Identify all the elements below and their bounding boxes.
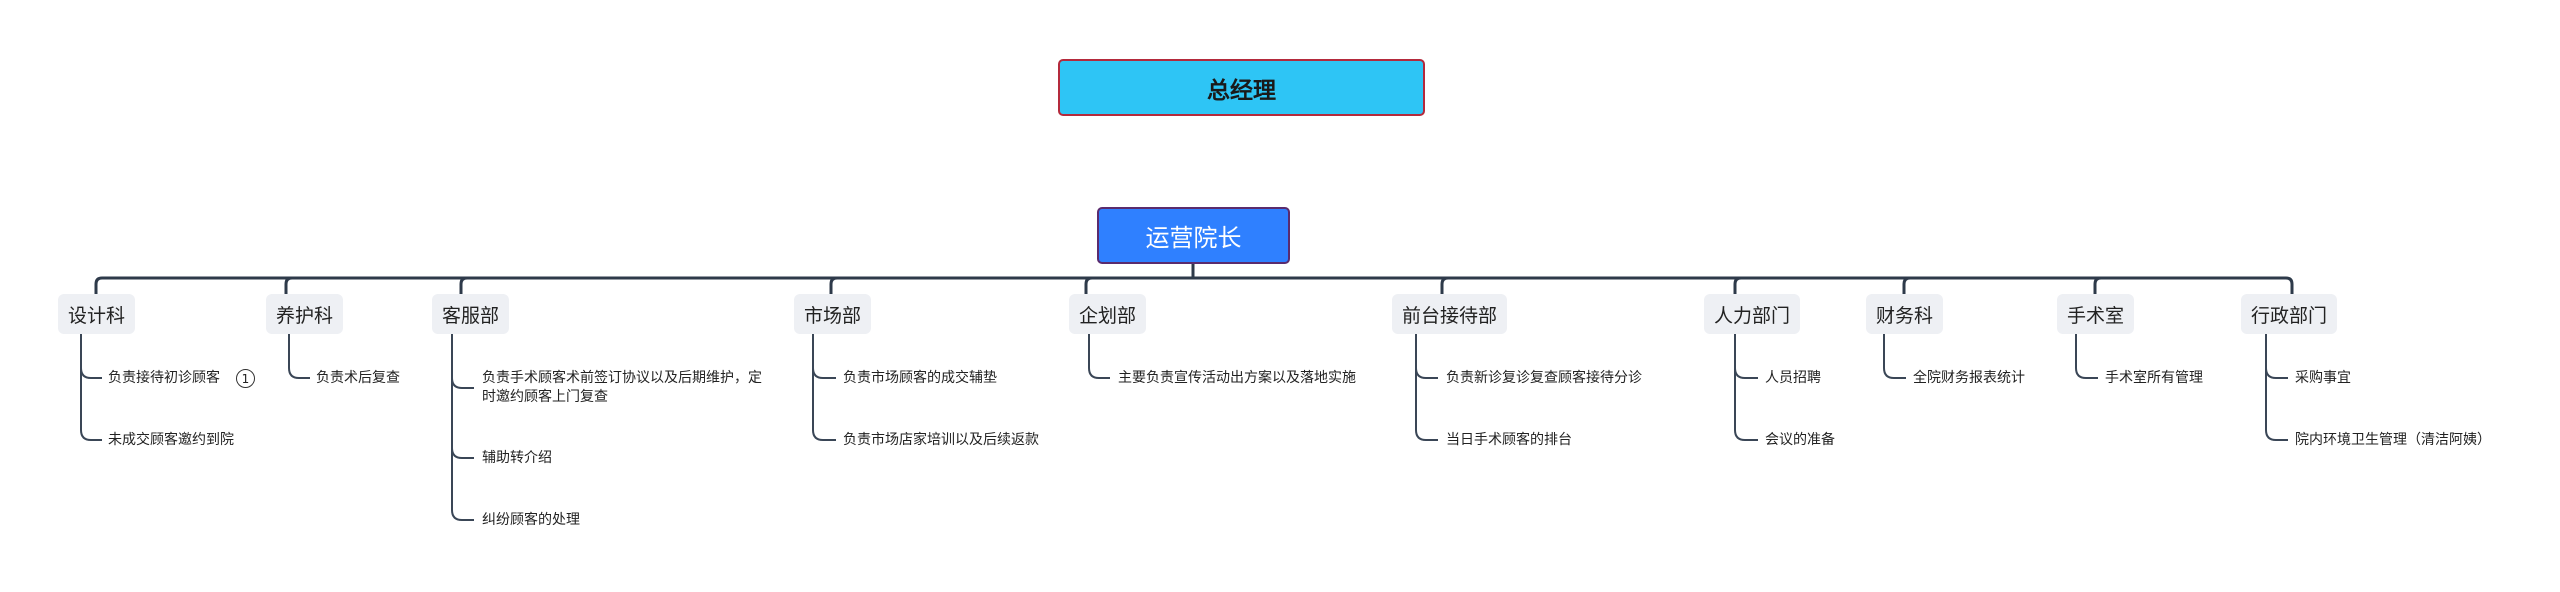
- drop-renli: [1733, 276, 1742, 294]
- general-manager-node[interactable]: 总经理: [1058, 59, 1425, 116]
- task-item[interactable]: 主要负责宣传活动出方案以及落地实施: [1118, 370, 1356, 386]
- task-item[interactable]: 辅助转介绍: [482, 450, 552, 466]
- branch-xingzheng: [2265, 334, 2288, 441]
- dept-qiantai[interactable]: 前台接待部: [1392, 294, 1508, 334]
- branch-kefu: [451, 334, 474, 521]
- task-item[interactable]: 负责术后复查: [316, 370, 400, 386]
- drop-kefu: [459, 276, 468, 294]
- dept-renli[interactable]: 人力部门: [1704, 294, 1801, 334]
- operations-director-node[interactable]: 运营院长: [1097, 207, 1290, 264]
- branch-qiantai: [1415, 334, 1438, 441]
- task-item-continued[interactable]: 时邀约顾客上门复查: [482, 389, 608, 405]
- task-item[interactable]: 负责手术顾客术前签订协议以及后期维护，定: [482, 370, 762, 386]
- drop-caiwu: [1902, 276, 1911, 294]
- task-item[interactable]: 负责市场顾客的成交辅垫: [843, 370, 997, 386]
- branch-yanghu: [288, 334, 310, 379]
- drop-shichang: [829, 276, 838, 294]
- department-bus: [94, 276, 2294, 294]
- task-item[interactable]: 未成交顾客邀约到院: [108, 432, 234, 448]
- task-item[interactable]: 院内环境卫生管理（清洁阿姨）: [2295, 432, 2491, 448]
- drop-qiantai: [1440, 276, 1449, 294]
- task-item[interactable]: 人员招聘: [1765, 370, 1821, 386]
- count-badge[interactable]: 1: [236, 369, 255, 388]
- task-item[interactable]: 全院财务报表统计: [1913, 370, 2025, 386]
- dept-qihua[interactable]: 企划部: [1069, 294, 1147, 334]
- dept-yanghu[interactable]: 养护科: [266, 294, 344, 334]
- drop-yanghu: [284, 276, 293, 294]
- drop-qihua: [1084, 276, 1093, 294]
- drop-shoushu: [2093, 276, 2102, 294]
- branch-shichang: [812, 334, 836, 441]
- branch-caiwu: [1883, 334, 1906, 379]
- dept-kefu[interactable]: 客服部: [432, 294, 510, 334]
- task-item[interactable]: 会议的准备: [1765, 432, 1835, 448]
- branch-qihua: [1088, 334, 1110, 379]
- dept-sheji[interactable]: 设计科: [58, 294, 136, 334]
- dept-xingzheng[interactable]: 行政部门: [2241, 294, 2338, 334]
- task-item[interactable]: 负责新诊复诊复查顾客接待分诊: [1446, 370, 1642, 386]
- dept-caiwu[interactable]: 财务科: [1866, 294, 1944, 334]
- task-item[interactable]: 当日手术顾客的排台: [1446, 432, 1572, 448]
- task-item[interactable]: 纠纷顾客的处理: [482, 512, 580, 528]
- task-item[interactable]: 负责市场店家培训以及后续返款: [843, 432, 1039, 448]
- branch-shoushu: [2075, 334, 2098, 379]
- branch-renli: [1734, 334, 1758, 441]
- branch-sheji: [80, 334, 102, 441]
- task-item[interactable]: 采购事宜: [2295, 370, 2351, 386]
- task-item[interactable]: 负责接待初诊顾客: [108, 370, 220, 386]
- dept-shoushu[interactable]: 手术室: [2057, 294, 2135, 334]
- task-item[interactable]: 手术室所有管理: [2105, 370, 2203, 386]
- dept-shichang[interactable]: 市场部: [794, 294, 872, 334]
